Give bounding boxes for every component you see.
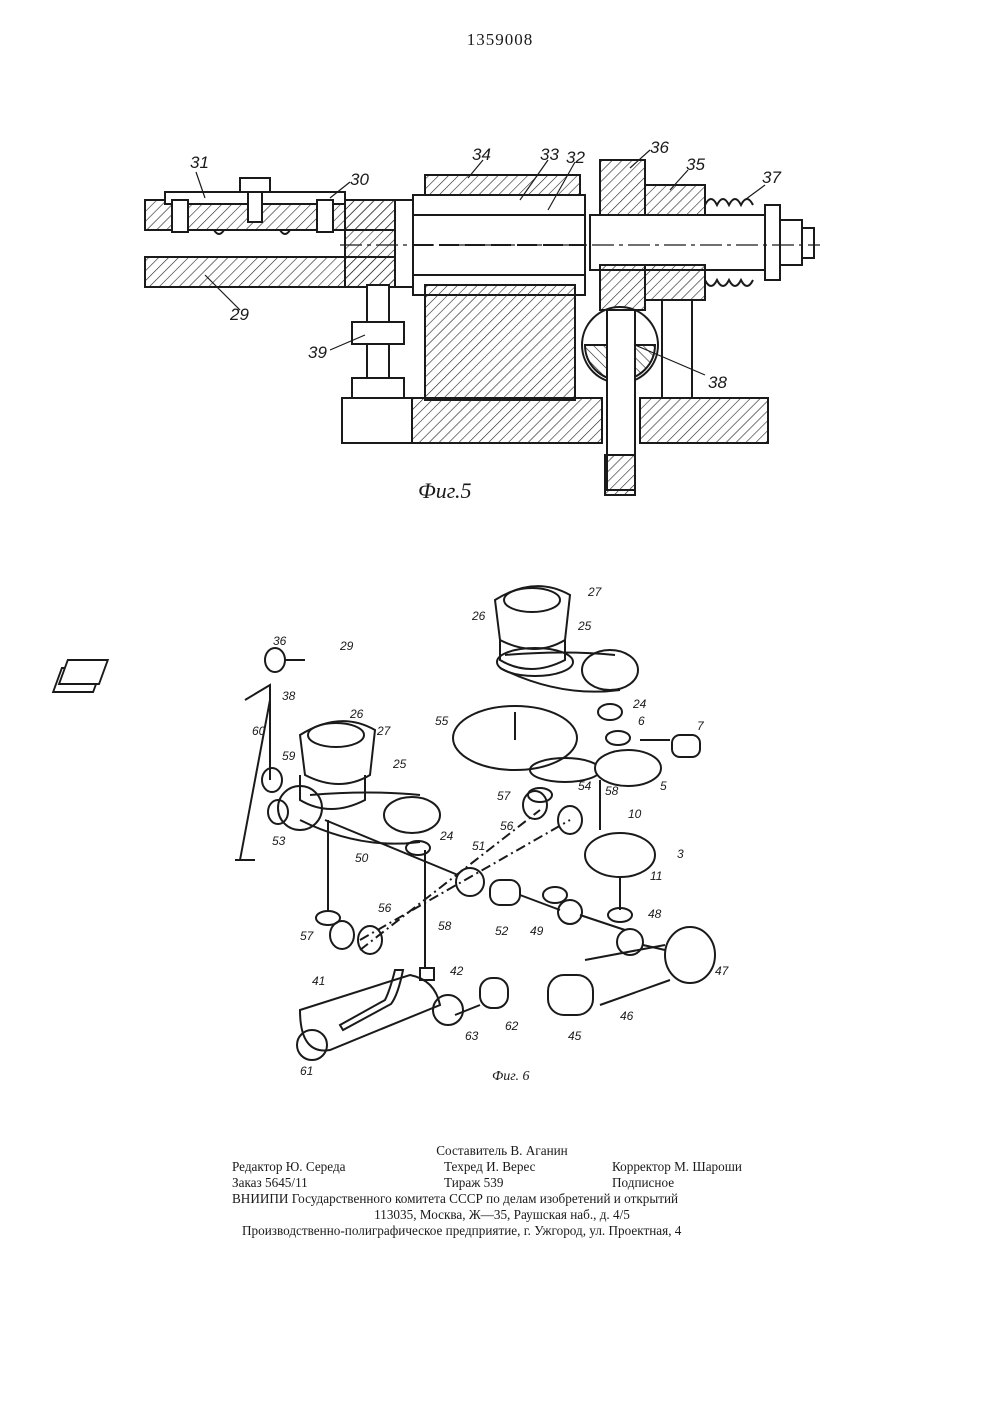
- fig6-label: 59: [282, 749, 296, 763]
- fig5-label: 30: [350, 170, 369, 189]
- fig6-label: 26: [471, 609, 486, 623]
- printer: Производственно-полиграфическое предприя…: [242, 1223, 681, 1239]
- fig5-label: 35: [686, 155, 705, 174]
- fig5-label: 33: [540, 145, 559, 164]
- fig5-label: 37: [762, 168, 781, 187]
- fig6-label: 24: [439, 829, 454, 843]
- fig6-label: 7: [697, 719, 705, 733]
- fig6-label: 54: [578, 779, 592, 793]
- fig6-label: 26: [349, 707, 364, 721]
- fig6-label: 46: [620, 1009, 634, 1023]
- figure-6-drawing: [53, 586, 715, 1060]
- fig6-label: 25: [392, 757, 407, 771]
- subscription: Подписное: [612, 1175, 674, 1191]
- fig6-label: 3: [677, 847, 684, 861]
- fig6-label: 63: [465, 1029, 479, 1043]
- fig6-label: 52: [495, 924, 509, 938]
- editor: Редактор Ю. Середа: [232, 1159, 346, 1175]
- fig6-label: 51: [472, 839, 485, 853]
- fig6-label: 45: [568, 1029, 582, 1043]
- address: 113035, Москва, Ж—35, Раушская наб., д. …: [232, 1207, 772, 1223]
- fig5-caption: Фиг.5: [418, 478, 472, 503]
- fig6-label: 56: [500, 819, 514, 833]
- fig6-label: 49: [530, 924, 544, 938]
- fig6-label: 61: [300, 1064, 313, 1078]
- fig6-label: 47: [715, 964, 730, 978]
- fig5-label: 32: [566, 148, 585, 167]
- figure-6-labels: 27 26 25 36 29 38 60 59 53 26 27 25 24 5…: [252, 585, 730, 1084]
- order: Заказ 5645/11: [232, 1175, 308, 1191]
- fig6-label: 5: [660, 779, 667, 793]
- fig6-label: 24: [632, 697, 647, 711]
- fig5-label: 38: [708, 373, 727, 392]
- fig6-label: 10: [628, 807, 642, 821]
- techred: Техред И. Верес: [444, 1159, 536, 1175]
- fig6-label: 41: [312, 974, 325, 988]
- fig6-label: 62: [505, 1019, 519, 1033]
- fig6-label: 6: [638, 714, 645, 728]
- fig6-label: 25: [577, 619, 592, 633]
- organization: ВНИИПИ Государственного комитета СССР по…: [232, 1191, 678, 1207]
- fig6-label: 55: [435, 714, 449, 728]
- fig5-label: 29: [229, 305, 249, 324]
- fig6-label: 36: [273, 634, 287, 648]
- imprint-block: Составитель В. Аганин Редактор Ю. Середа…: [232, 1143, 772, 1239]
- fig6-label: 57: [300, 929, 315, 943]
- fig6-label: 42: [450, 964, 464, 978]
- fig6-label: 57: [497, 789, 512, 803]
- fig6-label: 27: [587, 585, 603, 599]
- fig6-label: 58: [438, 919, 452, 933]
- fig6-label: 60: [252, 724, 266, 738]
- fig6-label: 53: [272, 834, 286, 848]
- fig5-label: 34: [472, 145, 491, 164]
- fig6-label: 56: [378, 901, 392, 915]
- fig6-label: 38: [282, 689, 296, 703]
- fig6-label: 29: [339, 639, 354, 653]
- fig6-label: 48: [648, 907, 662, 921]
- compiler: Составитель В. Аганин: [232, 1143, 772, 1159]
- fig6-caption: Фиг. 6: [492, 1069, 530, 1084]
- fig5-label: 39: [308, 343, 327, 362]
- circulation: Тираж 539: [444, 1175, 503, 1191]
- fig5-label: 31: [190, 153, 209, 172]
- fig6-label: 11: [650, 869, 662, 883]
- corrector: Корректор М. Шароши: [612, 1159, 742, 1175]
- fig6-label: 50: [355, 851, 369, 865]
- fig6-label: 58: [605, 784, 619, 798]
- fig5-label: 36: [650, 138, 669, 157]
- fig6-label: 27: [376, 724, 392, 738]
